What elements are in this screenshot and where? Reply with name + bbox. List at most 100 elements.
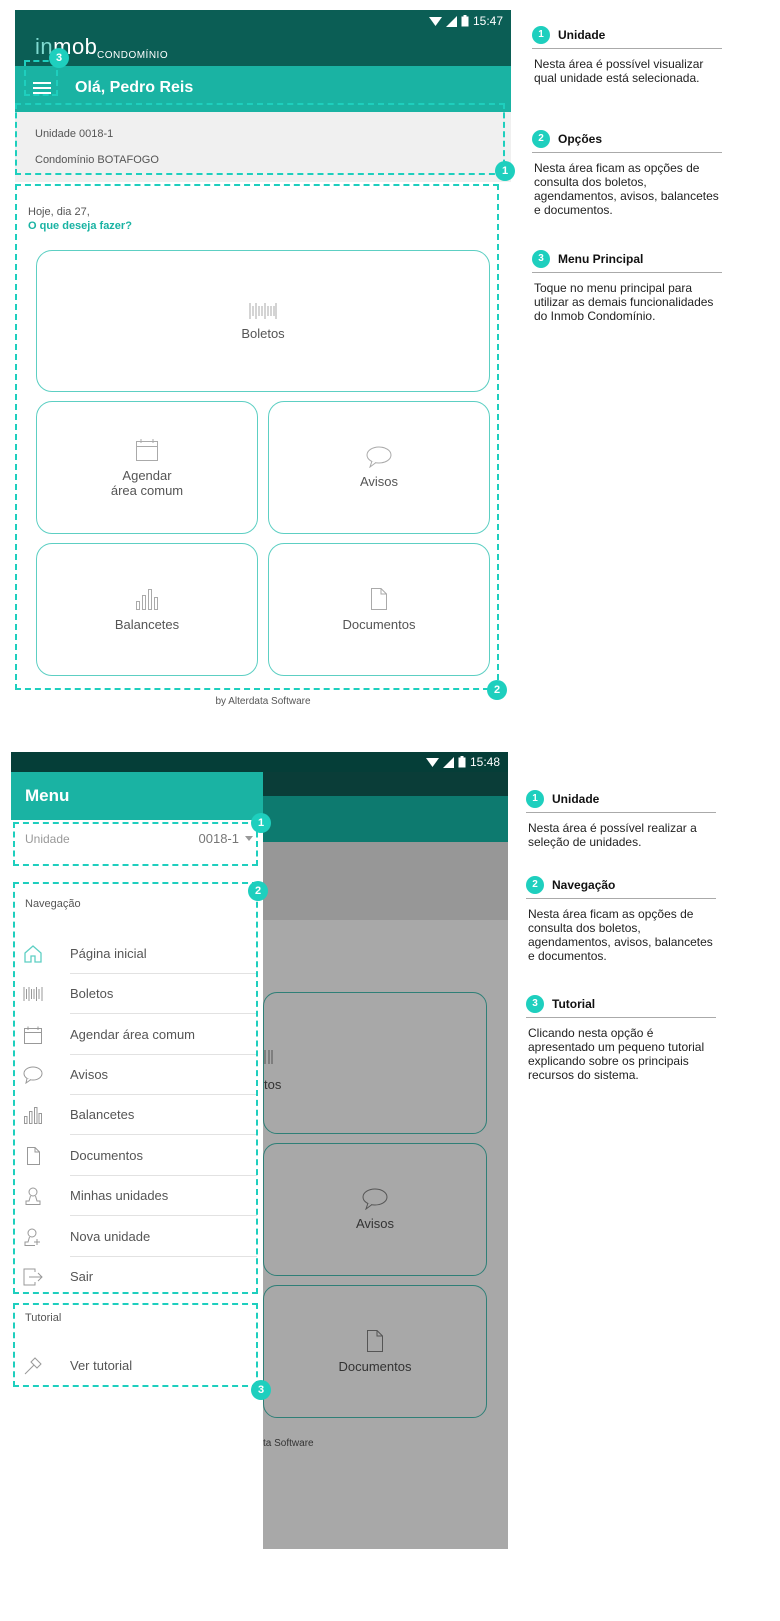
annotation-title: Unidade (552, 792, 600, 806)
menu-icon[interactable] (33, 79, 51, 99)
badge-2: 2 (487, 680, 507, 700)
exit-icon (23, 1268, 43, 1286)
today-text: Hoje, dia 27, (28, 206, 90, 218)
calendar-icon (136, 438, 158, 461)
highlight-menu (24, 60, 58, 96)
annotation-number: 1 (526, 790, 544, 808)
hammer-icon (24, 1357, 42, 1375)
battery-icon (458, 756, 466, 768)
nav-item-balancetes[interactable]: Balancetes (11, 1095, 263, 1135)
question-text: O que deseja fazer? (28, 220, 132, 232)
signal-icon (445, 15, 457, 27)
annotation-navegacao: 2 Navegação Nesta área ficam as opções de… (526, 876, 716, 963)
calendar-icon (24, 1026, 42, 1044)
battery-icon (461, 15, 469, 27)
barcode-icon (264, 1050, 273, 1064)
status-time: 15:47 (472, 14, 503, 28)
person-icon (25, 1187, 41, 1205)
tile-label: Boletos (241, 325, 285, 341)
badge-1: 1 (495, 161, 515, 181)
dimmed-byline: ta Software (263, 1438, 314, 1449)
highlight-navigation (13, 882, 258, 1294)
tile-documentos[interactable]: Documentos (268, 543, 490, 676)
footer-byline: by Alterdata Software (215, 696, 311, 707)
annotation-description: Nesta área é possível realizar a seleção… (528, 821, 697, 849)
tile-label: Documentos (338, 1359, 412, 1374)
unit-selector-value[interactable]: 0018-1 (199, 831, 253, 846)
dimmed-tile-avisos: Avisos (263, 1143, 487, 1276)
tile-agendar[interactable]: Agendar área comum (36, 401, 258, 534)
divider (70, 1054, 257, 1055)
annotation-number: 2 (526, 876, 544, 894)
nav-item-avisos[interactable]: Avisos (11, 1055, 263, 1095)
nav-item-nova-unidade[interactable]: Nova unidade (11, 1217, 263, 1257)
drawer-header: Menu (11, 772, 263, 820)
tile-label: Balancetes (114, 617, 180, 632)
drawer-title: Menu (25, 786, 70, 805)
annotation-description: Nesta área ficam as opções de consulta d… (528, 907, 713, 963)
highlight-tutorial (13, 1303, 258, 1387)
bar-chart-icon (24, 1107, 42, 1124)
tutorial-section-title: Tutorial (25, 1312, 62, 1324)
annotation-title: Unidade (558, 28, 606, 42)
badge-1: 1 (251, 813, 271, 833)
nav-item-label: Avisos (70, 1067, 109, 1082)
tile-label: Avisos (359, 474, 399, 489)
nav-item-documentos[interactable]: Documentos (11, 1136, 263, 1176)
wifi-icon (425, 757, 439, 767)
unit-selector[interactable]: Unidade 0018-1 (11, 826, 263, 856)
nav-section-title: Navegação (25, 898, 81, 910)
tile-label: Documentos (342, 617, 416, 632)
chat-bubble-icon (366, 446, 392, 468)
highlight-options (15, 184, 499, 690)
highlight-unit-selector (13, 822, 258, 866)
divider (70, 973, 257, 974)
badge-3: 3 (49, 48, 69, 68)
divider (70, 1134, 257, 1135)
phone-screen-home: 15:47 inmob CONDOMÍNIO Olá, Pedro Reis U… (15, 10, 515, 710)
unit-info: Unidade 0018-1 Condomínio BOTAFOGO (15, 112, 511, 182)
barcode-icon (249, 302, 277, 319)
nav-item-label: Documentos (70, 1148, 143, 1163)
annotation-title: Tutorial (552, 997, 596, 1011)
chat-bubble-icon (23, 1066, 43, 1084)
brand-header: inmob CONDOMÍNIO (15, 32, 511, 66)
signal-icon (442, 756, 454, 768)
nav-item-agendar[interactable]: Agendar área comum (11, 1015, 263, 1055)
nav-item-boletos[interactable]: Boletos (11, 974, 263, 1014)
condominium-name: Condomínio BOTAFOGO (35, 154, 159, 166)
annotation-description: Nesta área é possível visualizar qual un… (534, 57, 704, 85)
phone-screen-menu: 15:48 tos Avisos Documentos ta Software … (11, 752, 508, 1549)
annotation-title: Menu Principal (558, 252, 644, 266)
divider (70, 1175, 257, 1176)
document-icon (371, 588, 387, 610)
bar-chart-icon (136, 589, 158, 610)
chat-bubble-icon (362, 1188, 388, 1210)
nav-item-label: Minhas unidades (70, 1188, 169, 1203)
wifi-icon (428, 16, 442, 26)
tile-avisos[interactable]: Avisos (268, 401, 490, 534)
dropdown-caret-icon (245, 836, 253, 841)
barcode-icon (23, 987, 43, 1001)
nav-item-label: Agendar área comum (70, 1027, 196, 1042)
tile-label: tos (264, 1077, 282, 1092)
badge-3: 3 (251, 1380, 271, 1400)
tile-boletos[interactable]: Boletos (36, 250, 490, 392)
nav-item-label: Boletos (70, 986, 114, 1001)
unit-selector-label: Unidade (25, 832, 70, 846)
status-bar: 15:48 (11, 752, 508, 772)
annotation-number: 3 (526, 995, 544, 1013)
home-icon (24, 945, 42, 963)
dimmed-tile-boletos: tos (263, 992, 487, 1134)
nav-item-ver-tutorial[interactable]: Ver tutorial (11, 1346, 263, 1386)
annotation-title: Navegação (552, 878, 616, 892)
nav-item-label: Ver tutorial (70, 1358, 133, 1373)
nav-item-pagina-inicial[interactable]: Página inicial (11, 934, 263, 974)
nav-item-sair[interactable]: Sair (11, 1257, 263, 1297)
status-bar: 15:47 (15, 10, 511, 32)
status-time: 15:48 (469, 755, 500, 769)
nav-item-minhas-unidades[interactable]: Minhas unidades (11, 1176, 263, 1216)
tile-balancetes[interactable]: Balancetes (36, 543, 258, 676)
